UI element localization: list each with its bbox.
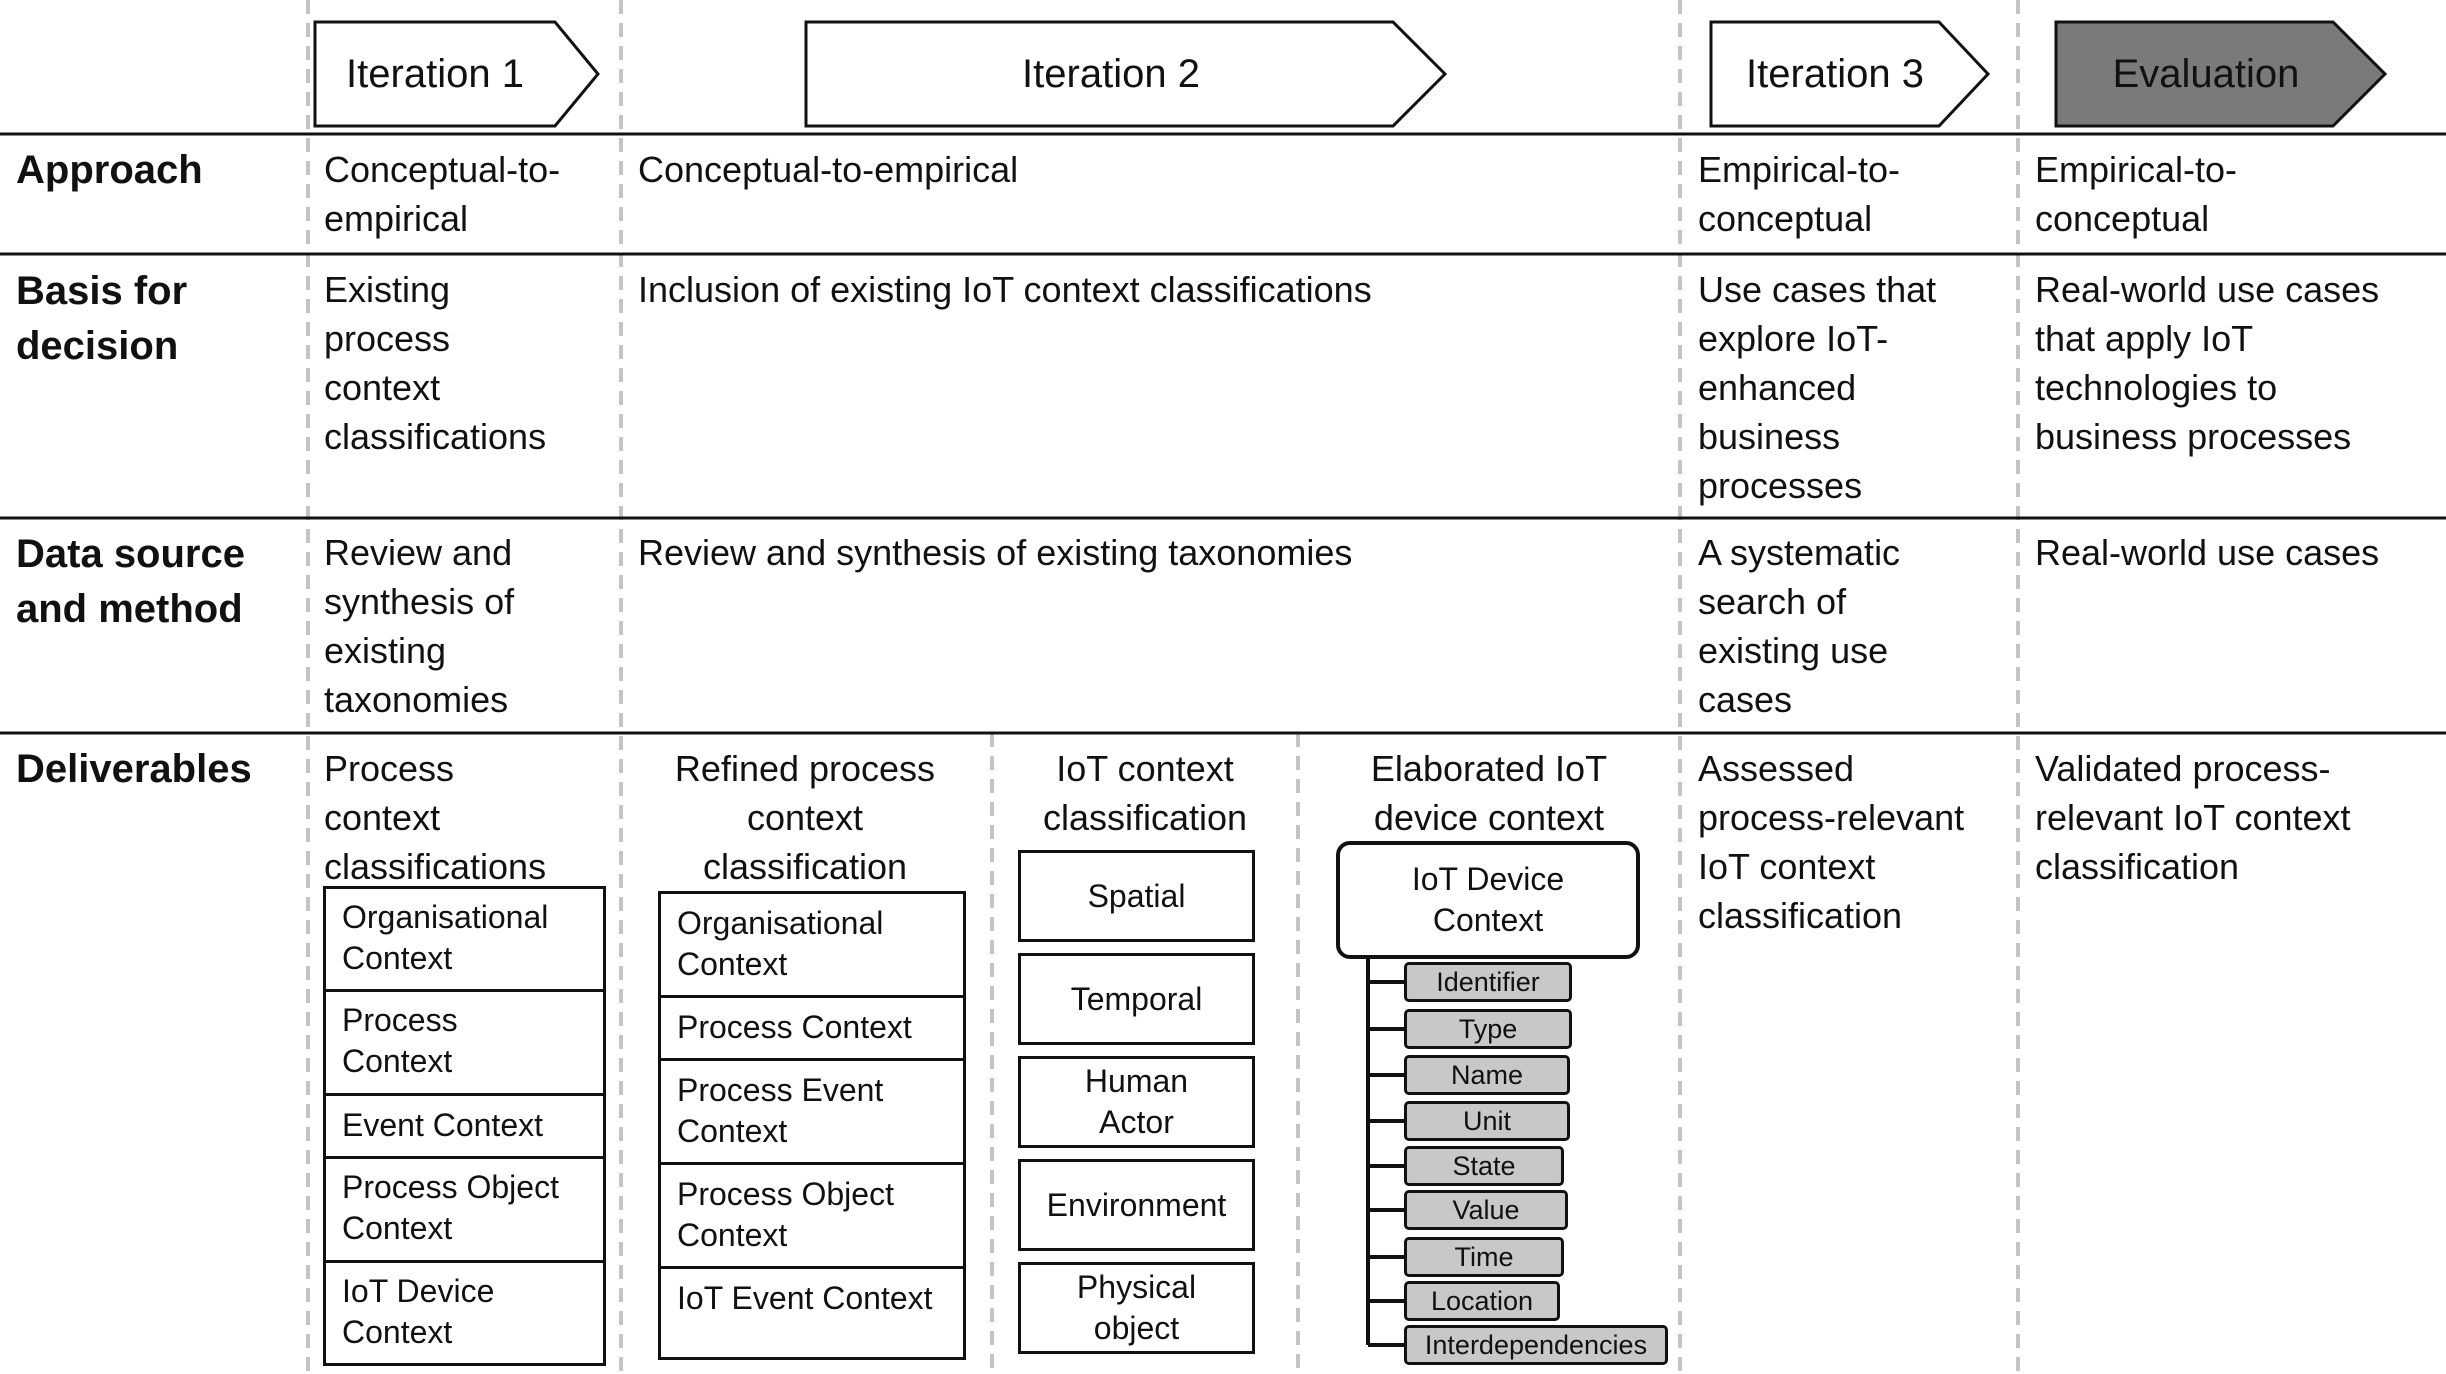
approach-evaluation: Empirical-to- conceptual xyxy=(2035,149,2238,239)
row-header-deliverables: Deliverables xyxy=(16,747,252,791)
data-source-iteration-3: A systematic search of existing use case… xyxy=(1698,532,1901,720)
device-attribute-name: Name xyxy=(1404,1055,1570,1095)
deliverable-iot-context-classification-title: IoT context classification xyxy=(1042,748,1248,838)
data-source-evaluation: Real-world use cases xyxy=(2035,532,2380,573)
device-attribute-identifier: Identifier xyxy=(1404,962,1572,1002)
iot-context-temporal: Temporal xyxy=(1018,953,1255,1045)
phase-arrow-evaluation xyxy=(2054,20,2388,128)
phase-label-evaluation: Evaluation xyxy=(2112,52,2300,96)
context-item-organisational-context: Organisational Context xyxy=(326,889,603,992)
iot-context-physical-object: Physical object xyxy=(1018,1262,1255,1354)
deliverable-elaborated-iot-device-context-title: Elaborated IoT device context xyxy=(1370,748,1608,838)
basis-iteration-1: Existing process context classifications xyxy=(324,269,547,457)
process-context-classification-list: Organisational Context Process Context E… xyxy=(323,886,606,1366)
context-item-iot-device-context: IoT Device Context xyxy=(342,1273,495,1350)
refined-item-iot-event-context: IoT Event Context xyxy=(677,1280,933,1316)
device-attribute-location: Location xyxy=(1404,1281,1560,1321)
device-attribute-time: Time xyxy=(1404,1237,1564,1277)
phase-label-iteration-2: Iteration 2 xyxy=(1022,52,1200,96)
approach-iteration-1: Conceptual-to- empirical xyxy=(324,149,561,239)
deliverable-evaluation: Validated process- relevant IoT context … xyxy=(2035,748,2351,887)
context-item-process-object-context: Process Object Context xyxy=(326,1159,603,1263)
device-attribute-state: State xyxy=(1404,1146,1564,1186)
row-header-basis-for-decision: Basis for decision xyxy=(16,269,188,368)
phase-arrow-iteration-1 xyxy=(313,20,600,128)
device-attribute-unit: Unit xyxy=(1404,1101,1570,1141)
iot-context-environment: Environment xyxy=(1018,1159,1255,1251)
refined-process-context-list: Organisational Context Process Context P… xyxy=(658,891,966,1360)
basis-evaluation: Real-world use cases that apply IoT tech… xyxy=(2035,269,2380,457)
basis-iteration-2: Inclusion of existing IoT context classi… xyxy=(638,269,1372,310)
deliverable-iteration-3: Assessed process-relevant IoT context cl… xyxy=(1698,748,1965,936)
data-source-iteration-2: Review and synthesis of existing taxonom… xyxy=(638,532,1353,573)
phase-arrow-iteration-2 xyxy=(804,20,1448,128)
refined-item-process-context: Process Context xyxy=(661,998,963,1061)
device-attribute-value: Value xyxy=(1404,1190,1568,1230)
phase-label-iteration-1: Iteration 1 xyxy=(346,52,524,96)
context-item-event-context: Event Context xyxy=(326,1096,603,1159)
approach-iteration-2: Conceptual-to-empirical xyxy=(638,149,1019,190)
device-attribute-interdependencies: Interdependencies xyxy=(1404,1325,1668,1365)
approach-iteration-3: Empirical-to- conceptual xyxy=(1698,149,1901,239)
deliverable-refined-process-context-title: Refined process context classification xyxy=(674,748,936,887)
context-item-process-context: Process Context xyxy=(326,992,603,1096)
iot-context-human-actor: Human Actor xyxy=(1018,1056,1255,1148)
deliverable-process-context-classifications-title: Process context classifications xyxy=(324,748,547,887)
device-context-tree-connector xyxy=(1366,956,1404,1347)
row-header-approach: Approach xyxy=(16,148,203,192)
row-header-data-source-and-method: Data source and method xyxy=(16,532,245,631)
phase-label-iteration-3: Iteration 3 xyxy=(1746,52,1924,96)
data-source-iteration-1: Review and synthesis of existing taxonom… xyxy=(324,532,515,720)
iot-device-context-root: IoT Device Context xyxy=(1336,841,1640,959)
refined-item-process-object-context: Process Object Context xyxy=(661,1165,963,1269)
refined-item-process-event-context: Process Event Context xyxy=(661,1061,963,1165)
refined-item-organisational-context: Organisational Context xyxy=(661,894,963,998)
iot-context-spatial: Spatial xyxy=(1018,850,1255,942)
phase-arrow-iteration-3 xyxy=(1709,20,1991,128)
basis-iteration-3: Use cases that explore IoT- enhanced bus… xyxy=(1698,269,1937,506)
device-attribute-type: Type xyxy=(1404,1009,1572,1049)
